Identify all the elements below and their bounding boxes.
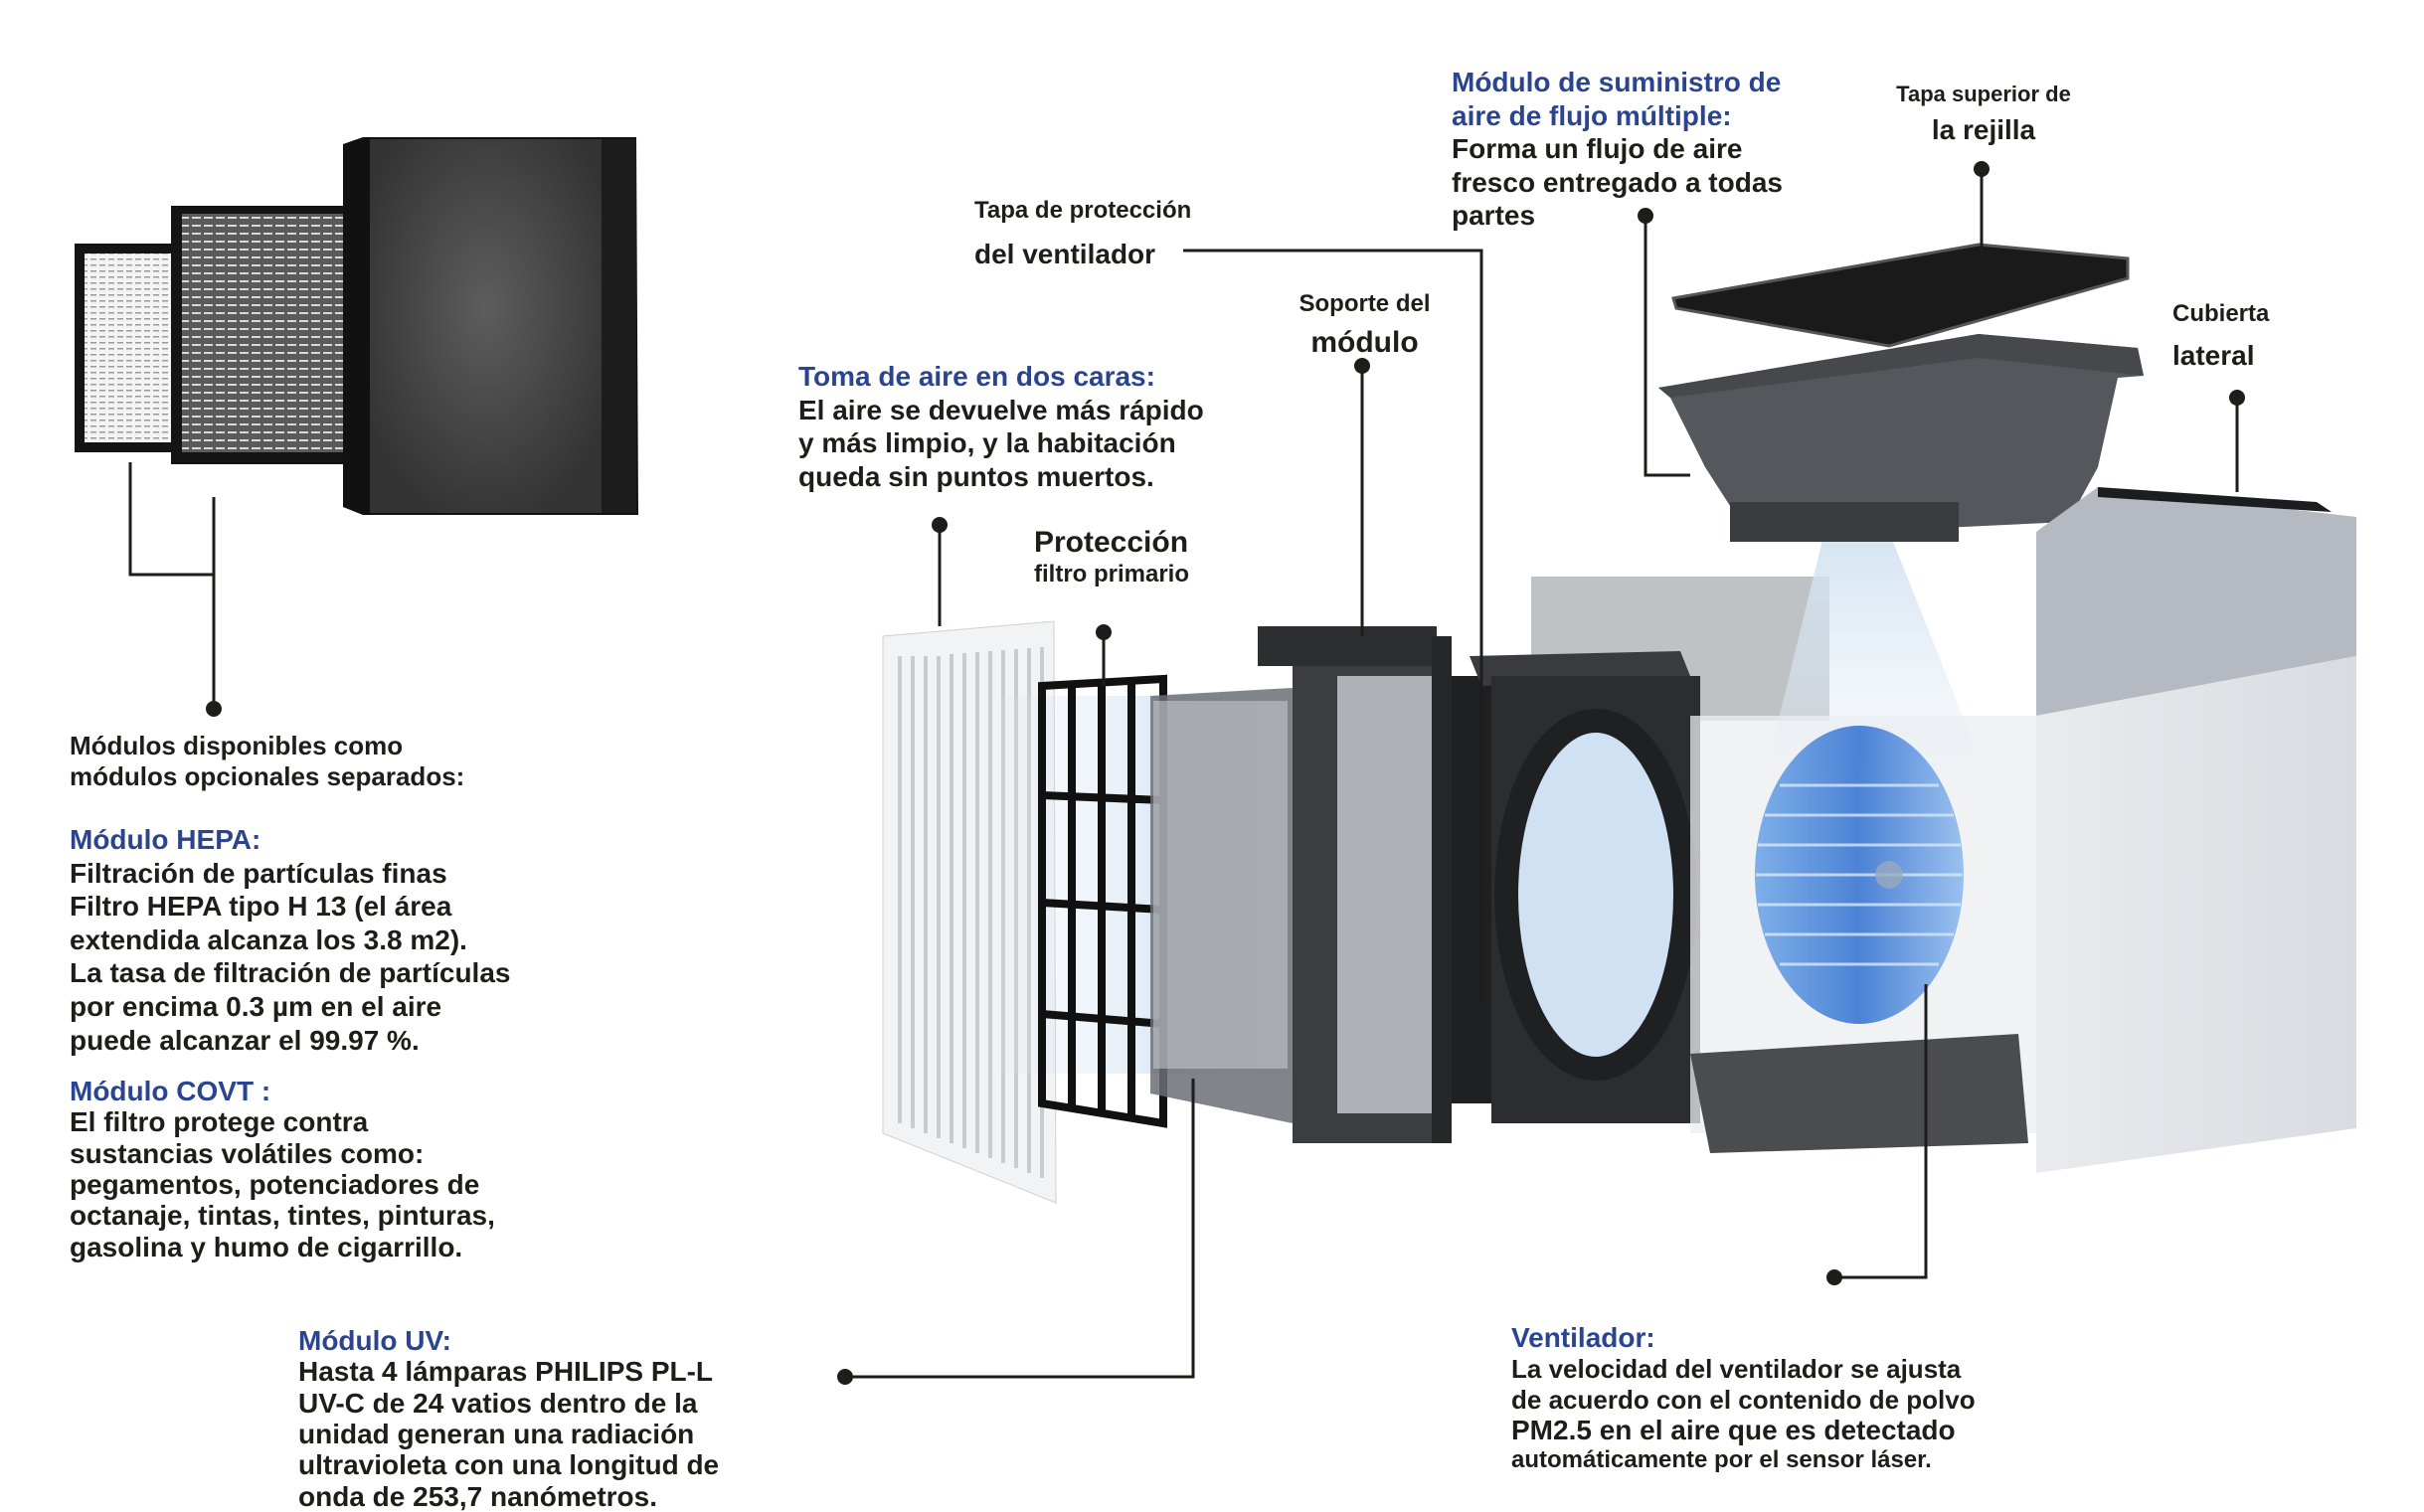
uv-module-title: Módulo UV: [298,1325,451,1356]
air-supply-line: Forma un flujo de aire [1452,133,1743,165]
fan-cover-label-line2: del ventilador [974,238,1156,269]
covt-line: octanaje, tintas, tintes, pinturas, [70,1200,495,1232]
air-intake-line: queda sin puntos muertos. [798,460,1154,492]
uv-line: unidad generan una radiación [298,1419,695,1450]
air-supply-module-shape [1658,334,2144,542]
blower-wheel-shape [1755,726,1964,1024]
covt-module-title: Módulo COVT : [70,1076,271,1106]
air-supply-callout: Módulo de suministro de aire de flujo mú… [1452,66,1783,233]
hepa-line: extendida alcanza los 3.8 m2). [70,924,467,955]
module-support-callout: Soporte del módulo [1293,290,1437,361]
hepa-line: La tasa de filtración de partículas [70,957,511,989]
intro-line: módulos opcionales separados: [70,761,465,792]
fan-line: de acuerdo con el contenido de polvo [1511,1384,1976,1415]
covt-line: pegamentos, potenciadores de [70,1169,480,1201]
air-intake-line: y más limpio, y la habitación [798,427,1176,459]
covt-module-description: Módulo COVT : El filtro protege contra s… [70,1076,495,1262]
primary-filter-label-line2: filtro primario [1034,561,1190,588]
hepa-line: por encima 0.3 µm en el aire [70,990,442,1022]
air-supply-line: fresco entregado a todas [1452,166,1783,198]
fan-cover-callout: Tapa de protección del ventilador [974,197,1191,270]
covt-line: sustancias volátiles como: [70,1137,425,1169]
top-grille-label-line2: la rejilla [1931,114,2036,146]
side-cover-shape [2036,487,2356,1173]
covt-line: El filtro protege contra [70,1106,369,1138]
uv-module-description: Módulo UV: Hasta 4 lámparas PHILIPS PL-L… [298,1325,719,1512]
uv-line: onda de 253,7 nanómetros. [298,1480,657,1512]
hepa-module-description: Módulo HEPA: Filtración de partículas fi… [70,823,510,1057]
fan-line: PM2.5 en el aire que es detectado [1511,1414,1956,1445]
fan-title: Ventilador: [1511,1322,1655,1353]
intro-line: Módulos disponibles como [70,731,404,760]
top-grille-cover-shape [1671,243,2130,348]
side-cover-label-line2: lateral [2172,339,2255,371]
air-intake-title: Toma de aire en dos caras: [798,361,1155,392]
air-intake-line: El aire se devuelve más rápido [798,394,1204,425]
uv-line: ultravioleta con una longitud de [298,1449,720,1481]
fan-cover-label-line1: Tapa de protección [974,197,1192,224]
primary-filter-callout: Protección filtro primario [1034,525,1189,589]
primary-filter-grid-shape [1038,674,1167,1128]
uv-line: Hasta 4 lámparas PHILIPS PL-L [298,1356,714,1388]
optional-modules-intro: Módulos disponibles como módulos opciona… [70,731,464,792]
air-supply-title-line: aire de flujo múltiple: [1452,99,1732,131]
connector-lines [128,169,2239,1379]
hepa-module-title: Módulo HEPA: [70,824,261,855]
side-cover-callout: Cubierta lateral [2172,300,2269,372]
connector-dots [206,161,2245,1385]
filter-module-frame-shape [1150,626,1506,1143]
air-supply-title-line: Módulo de suministro de [1452,67,1782,97]
fan-callout: Ventilador: La velocidad del ventilador … [1511,1322,1976,1474]
top-grille-label-line1: Tapa superior de [1896,82,2071,106]
primary-filter-label-line1: Protección [1034,526,1189,559]
uv-line: UV-C de 24 vatios dentro de la [298,1387,698,1419]
hepa-line: puede alcanzar el 99.97 %. [70,1024,420,1056]
module-support-label-line2: módulo [1310,325,1419,359]
optional-modules-image [75,137,638,515]
top-grille-callout: Tapa superior de la rejilla [1869,82,2098,147]
hepa-line: Filtración de partículas finas [70,857,447,889]
covt-line: gasolina y humo de cigarrillo. [70,1231,463,1262]
side-cover-label-line1: Cubierta [2172,300,2270,327]
fan-line: automáticamente por el sensor láser. [1511,1446,1932,1474]
air-intake-callout: Toma de aire en dos caras: El aire se de… [798,360,1204,493]
module-support-label-line1: Soporte del [1299,290,1431,317]
air-supply-line: partes [1452,200,1536,232]
fan-line: La velocidad del ventilador se ajusta [1511,1354,1962,1385]
hepa-line: Filtro HEPA tipo H 13 (el área [70,891,452,923]
